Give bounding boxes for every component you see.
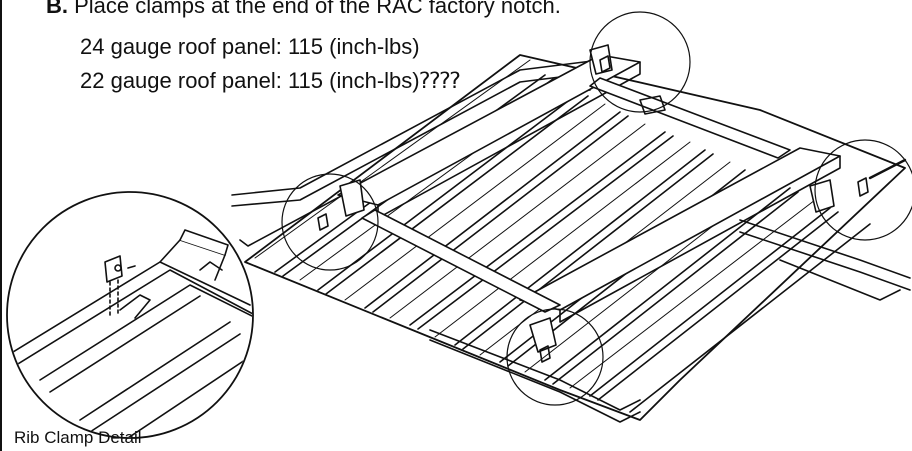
spec-24-gauge: 24 gauge roof panel: 115 (inch-lbs) [80,34,420,59]
callout-circle-top [589,11,691,113]
rib-clamp-detail [6,191,254,439]
rib-clamps [317,44,869,363]
cable [868,158,907,180]
detail-caption: Rib Clamp Detail [14,428,142,447]
step-heading: B. Place clamps at the end of the RAC fa… [46,0,561,19]
spec-22-gauge: 22 gauge roof panel: 115 (inch-lbs)⁇⁇ [80,68,461,93]
callout-circle-left [281,173,379,271]
step-text: Place clamps at the end of the RAC facto… [74,0,561,18]
callout-circle-right [814,139,912,241]
step-letter: B. [46,0,68,18]
frame-border [0,0,2,451]
mounting-frame [337,54,841,323]
callout-circle-bottom [506,308,604,406]
